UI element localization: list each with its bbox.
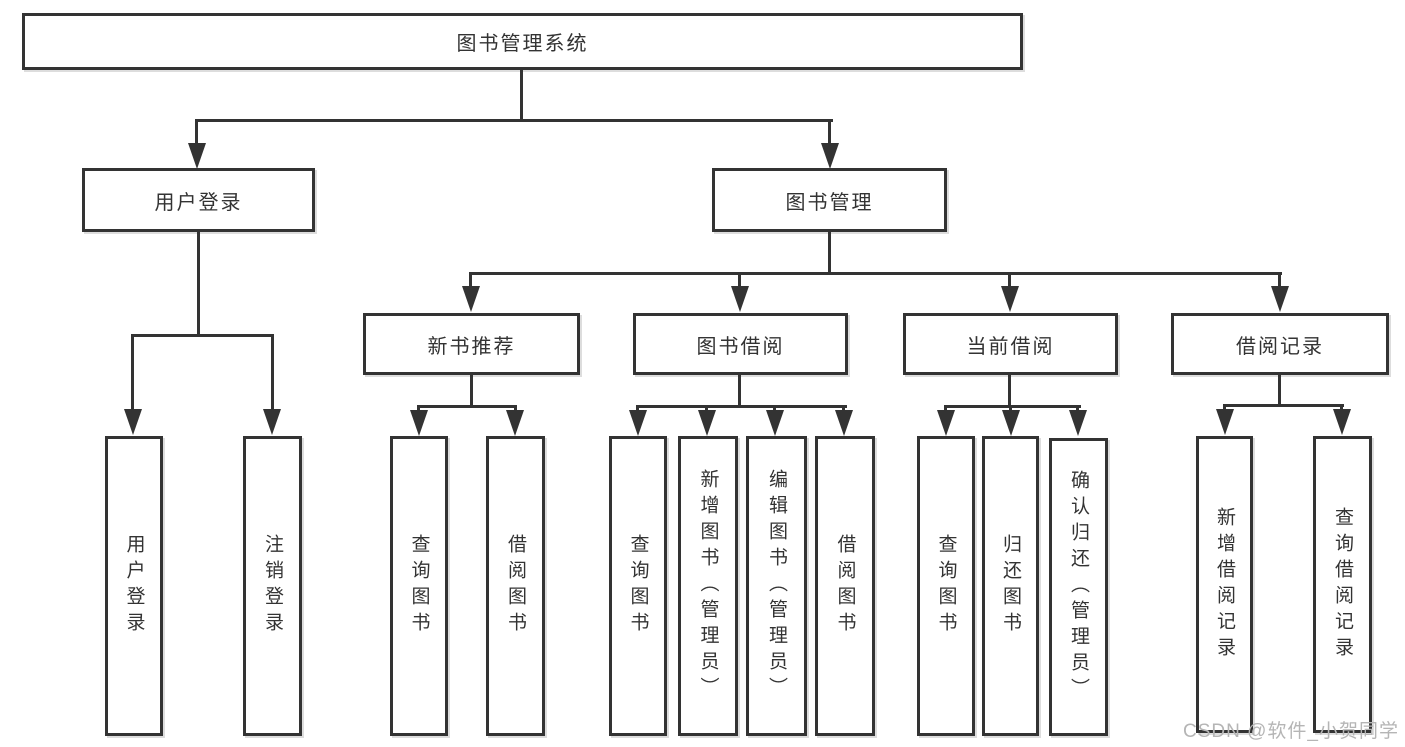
arrow-down-icon	[1271, 286, 1289, 312]
edge-currentborrow-rail	[944, 405, 1081, 408]
leaf-record-query: 查询借阅记录	[1313, 436, 1372, 733]
edge-currentborrow-drop	[944, 405, 947, 413]
edge-bookborrow-stem	[738, 375, 741, 408]
edge-bookmgmt-drop	[469, 272, 472, 288]
edge-newbook-drop	[514, 405, 517, 413]
arrow-down-icon	[1001, 286, 1019, 312]
arrow-down-icon	[731, 286, 749, 312]
leaf-record-add: 新增借阅记录	[1196, 436, 1253, 733]
arrow-down-icon	[188, 143, 206, 169]
arrow-down-icon	[462, 286, 480, 312]
leaf-currentborrow-return: 归还图书	[982, 436, 1039, 736]
edge-userlogin-rail	[131, 334, 274, 337]
arrow-down-icon	[698, 410, 716, 436]
arrow-down-icon	[410, 410, 428, 436]
edge-borrowrecord-drop	[1340, 404, 1343, 412]
leaf-currentborrow-query-label: 查询图书	[935, 534, 957, 638]
edge-bookmgmt-drop	[738, 272, 741, 288]
arrow-down-icon	[124, 409, 142, 435]
edge-root-rail	[196, 119, 833, 122]
edge-bookmgmt-drop	[1008, 272, 1011, 288]
edge-bookmgmt-stem	[828, 232, 831, 275]
node-current-borrow-label: 当前借阅	[966, 335, 1055, 358]
node-user-login-label: 用户登录	[154, 191, 243, 214]
leaf-currentborrow-confirm-label: 确认归还（管理员）	[1068, 470, 1089, 704]
node-borrow-record: 借阅记录	[1171, 313, 1389, 375]
leaf-newbook-query: 查询图书	[390, 436, 448, 736]
leaf-record-add-label: 新增借阅记录	[1214, 506, 1235, 663]
edge-currentborrow-drop	[1076, 405, 1079, 413]
edge-borrowrecord-rail	[1223, 404, 1344, 407]
edge-bookmgmt-drop	[1278, 272, 1281, 288]
node-new-book-label: 新书推荐	[427, 335, 516, 358]
leaf-user-login: 用户登录	[105, 436, 163, 736]
leaf-currentborrow-query: 查询图书	[917, 436, 975, 736]
edge-root-right-stem	[828, 119, 831, 146]
arrow-down-icon	[1069, 410, 1087, 436]
csdn-watermark: CSDN @软件_小贺同学	[1183, 721, 1399, 742]
node-new-book: 新书推荐	[363, 313, 580, 375]
edge-bookborrow-rail	[636, 405, 847, 408]
edge-bookborrow-drop	[773, 405, 776, 413]
edge-borrowrecord-stem	[1278, 375, 1281, 406]
node-book-mgmt-label: 图书管理	[785, 191, 874, 214]
edge-borrowrecord-drop	[1223, 404, 1226, 412]
leaf-bookborrow-borrow-label: 借阅图书	[834, 534, 856, 638]
edge-newbook-drop	[417, 405, 420, 413]
leaf-newbook-query-label: 查询图书	[408, 534, 430, 638]
leaf-bookborrow-add: 新增图书（管理员）	[678, 436, 738, 736]
edge-root-left-stem	[195, 119, 198, 146]
edge-root-stem	[520, 70, 523, 122]
node-current-borrow: 当前借阅	[903, 313, 1118, 375]
arrow-down-icon	[766, 410, 784, 436]
arrow-down-icon	[1002, 410, 1020, 436]
leaf-record-query-label: 查询借阅记录	[1332, 506, 1353, 663]
arrow-down-icon	[506, 410, 524, 436]
edge-bookmgmt-rail	[469, 272, 1282, 275]
edge-bookborrow-drop	[705, 405, 708, 413]
node-root: 图书管理系统	[22, 13, 1023, 70]
edge-currentborrow-stem	[1008, 375, 1011, 408]
arrow-down-icon	[835, 410, 853, 436]
leaf-logout: 注销登录	[243, 436, 302, 736]
arrow-down-icon	[629, 410, 647, 436]
leaf-newbook-borrow: 借阅图书	[486, 436, 545, 736]
arrow-down-icon	[263, 409, 281, 435]
node-book-borrow: 图书借阅	[633, 313, 848, 375]
leaf-user-login-label: 用户登录	[123, 534, 145, 638]
arrow-down-icon	[821, 143, 839, 169]
leaf-bookborrow-add-label: 新增图书（管理员）	[697, 469, 719, 703]
leaf-newbook-borrow-label: 借阅图书	[505, 534, 526, 638]
arrow-down-icon	[1333, 409, 1351, 435]
edge-userlogin-drop	[131, 334, 134, 412]
node-book-mgmt: 图书管理	[712, 168, 947, 232]
leaf-bookborrow-edit: 编辑图书（管理员）	[746, 436, 807, 736]
leaf-bookborrow-query-label: 查询图书	[627, 534, 649, 638]
node-user-login: 用户登录	[82, 168, 315, 232]
leaf-bookborrow-edit-label: 编辑图书（管理员）	[766, 469, 787, 703]
edge-userlogin-stem	[197, 232, 200, 336]
arrow-down-icon	[1216, 409, 1234, 435]
node-borrow-record-label: 借阅记录	[1236, 335, 1324, 358]
arrow-down-icon	[937, 410, 955, 436]
node-root-label: 图书管理系统	[456, 33, 589, 55]
leaf-currentborrow-confirm: 确认归还（管理员）	[1049, 438, 1108, 736]
edge-newbook-rail	[417, 405, 517, 408]
leaf-bookborrow-query: 查询图书	[609, 436, 667, 736]
node-book-borrow-label: 图书借阅	[696, 335, 785, 358]
leaf-bookborrow-borrow: 借阅图书	[815, 436, 875, 736]
edge-bookborrow-drop	[842, 405, 845, 413]
leaf-currentborrow-return-label: 归还图书	[1000, 534, 1021, 638]
leaf-logout-label: 注销登录	[262, 534, 283, 638]
edge-newbook-stem	[470, 375, 473, 408]
edge-currentborrow-drop	[1009, 405, 1012, 413]
edge-bookborrow-drop	[636, 405, 639, 413]
edge-userlogin-drop	[271, 334, 274, 412]
